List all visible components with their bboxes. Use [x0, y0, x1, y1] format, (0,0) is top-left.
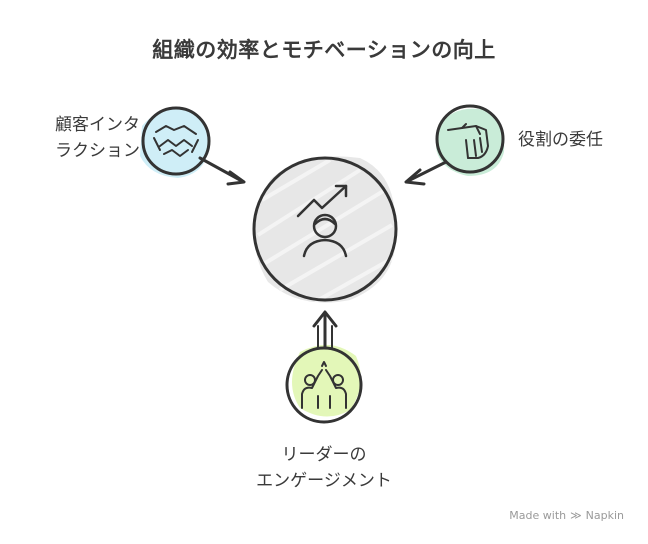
role-delegation-label: 役割の委任 — [518, 127, 628, 153]
watermark-brand: Napkin — [585, 509, 624, 522]
hand-holding-pen-icon — [447, 123, 489, 159]
customer-interaction-node — [140, 106, 246, 186]
leader-engagement-node — [285, 310, 363, 424]
leader-engagement-label: リーダーの エンゲージメント — [224, 442, 424, 494]
center-node — [252, 156, 398, 304]
person-growth-icon — [296, 184, 348, 258]
leader-engagement-label-line2: エンゲージメント — [256, 471, 392, 491]
role-delegation-label-line1: 役割の委任 — [518, 130, 603, 150]
leader-engagement-label-line1: リーダーの — [281, 445, 367, 465]
page-title: 組織の効率とモチベーションの向上 — [152, 38, 496, 62]
handshake-icon — [153, 125, 199, 157]
customer-interaction-label-line2: ラクション — [55, 141, 140, 161]
customer-interaction-label: 顧客インタ ラクション — [28, 112, 140, 164]
watermark-made-with: Made with — [509, 509, 567, 522]
customer-interaction-label-line1: 顧客インタ — [55, 115, 140, 135]
napkin-logo-icon: ≫ — [570, 509, 582, 522]
high-five-icon — [301, 361, 347, 409]
role-delegation-node — [404, 104, 505, 186]
napkin-watermark[interactable]: Made with ≫ Napkin — [509, 509, 624, 522]
